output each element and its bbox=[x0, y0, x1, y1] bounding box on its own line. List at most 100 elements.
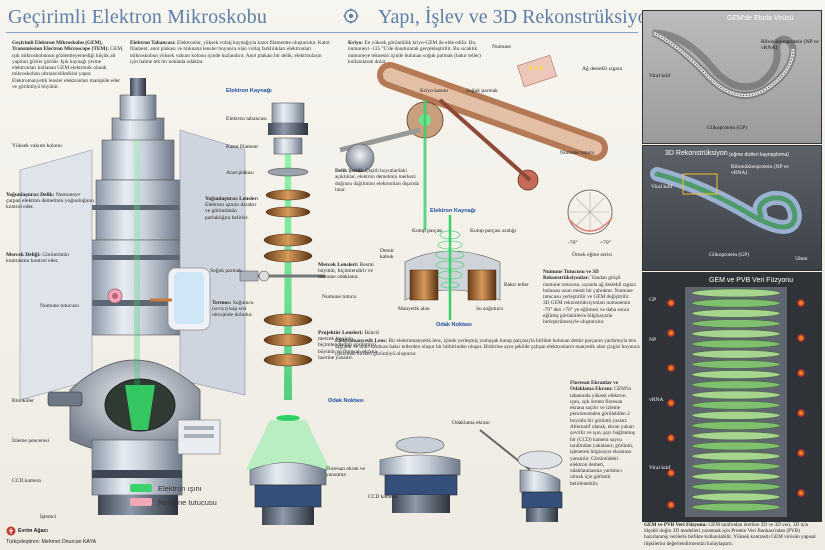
panel-recon-subtitle: (eğme dizileri kaynaştırma) bbox=[729, 152, 790, 158]
cryo-holder-drawing bbox=[339, 54, 608, 230]
condenser-aperture-heading: Yoğunlaştırıcı Delik: bbox=[6, 192, 55, 198]
label-objective-aperture: Mercek Deliği: Görüntünün kontrastını ko… bbox=[6, 252, 86, 264]
label-iron-shell: Demir kabuk bbox=[380, 248, 395, 261]
tilt-note: Numune Tutucusu ve 3D Rekonstrüksiyonlar… bbox=[543, 269, 637, 326]
panel-fusion-envelope: Viral kılıf bbox=[649, 465, 671, 471]
label-ccd: CCD kamera bbox=[12, 478, 41, 484]
title-rule bbox=[6, 32, 638, 33]
projector-lenses-body: İkincil mercek lensinin biçimlendirdiği … bbox=[318, 330, 379, 361]
objective-lenses-heading: Mercek Lensleri: bbox=[318, 262, 359, 268]
ribonucleoprotein-coil bbox=[691, 329, 781, 339]
ribonucleoprotein-coil bbox=[691, 309, 781, 318]
fusion-caption-heading: GEM ve PVB Veri Füzyonu: bbox=[644, 522, 708, 528]
panel-recon-np: Ribonükleoprotein (NP ve vRNA) bbox=[731, 164, 789, 177]
panel-fusion-vrna: vRNA bbox=[649, 397, 664, 403]
ribonucleoprotein-coil bbox=[691, 349, 781, 359]
ribonucleoprotein-coil bbox=[691, 400, 781, 410]
ribonucleoprotein-coil bbox=[691, 502, 781, 512]
objective-lenses-body: Resmi büyütür, biçimlendirir ve numune o… bbox=[318, 262, 374, 281]
cryo-note: Kriyo: En yüksek görüntülük kriyo-GEM il… bbox=[348, 40, 498, 65]
gun-note: Elektron Tabancası: Elektronlar, yüksek … bbox=[130, 40, 330, 65]
ribonucleoprotein-coil bbox=[691, 462, 781, 471]
cryo-note-body: En yüksek görüntülük kriyo-GEM ile elde … bbox=[348, 40, 481, 65]
main-title-left: Geçirimli Elektron Mikroskobu bbox=[8, 6, 268, 28]
label-tilt-series: Örnek eğme serisi bbox=[572, 252, 613, 258]
fusion-caption-body: GEM tarafından üretilen 2D ve 3D veri, 3… bbox=[644, 522, 816, 547]
label-objective-lenses: Mercek Lensleri: Resmi büyütür, biçimlen… bbox=[318, 262, 376, 281]
ribonucleoprotein-coil bbox=[691, 288, 781, 298]
ribonucleoprotein-coil bbox=[691, 390, 781, 400]
ribonucleoprotein-coil bbox=[691, 472, 781, 481]
panel-ebola-gp: Glikoprotein (GP) bbox=[707, 125, 748, 131]
fluorescent-body: GEM'in tabanında yüksek elektron ışını, … bbox=[570, 386, 635, 487]
panel-recon-envelope: Viral kılıf bbox=[651, 184, 673, 190]
panel-fusion: GEM ve PVB Veri Füzyonu GP NP vRNA Viral… bbox=[642, 272, 822, 522]
objective-aperture-heading: Mercek Deliği: bbox=[6, 252, 41, 258]
panel-recon-scale: 50nm bbox=[795, 256, 808, 262]
intro-heading: Geçirimli Elektron Mikroskobu (GEM), Tra… bbox=[12, 40, 109, 53]
workstation bbox=[177, 419, 221, 455]
ribonucleoprotein-coil bbox=[691, 431, 781, 441]
label-cryo-sample: Numune bbox=[492, 44, 511, 50]
ribonucleoprotein-coil bbox=[691, 298, 781, 308]
ribonucleoprotein-coil bbox=[691, 380, 781, 390]
em-lens-heading: Elektromanyetik Lens: bbox=[335, 338, 388, 344]
panel-recon-gp: Glikoprotein (GP) bbox=[709, 252, 750, 258]
label-lens-focus: Odak Noktası bbox=[436, 322, 472, 328]
ribonucleoprotein-coil bbox=[691, 339, 781, 349]
main-title-right: Yapı, İşlev ve 3D Rekonstrüksiyon bbox=[378, 6, 658, 28]
condenser-lenses-body: Elektron ışınını daraltır ve görüntünün … bbox=[205, 202, 257, 221]
label-cryo: Kriyo katotu bbox=[420, 88, 448, 94]
microscope-illustration bbox=[19, 54, 613, 525]
label-copper-wires: Bakır teller bbox=[504, 282, 529, 288]
recon-3d-image bbox=[650, 167, 803, 234]
ribonucleoprotein-coil bbox=[691, 451, 781, 461]
panel-ebola-title: GEM'de Ebola Virüsü bbox=[727, 15, 794, 22]
gun-note-heading: Elektron Tabancası: bbox=[130, 40, 176, 46]
label-lens-source: Elektron Kaynağı bbox=[430, 208, 476, 214]
condenser-aperture-body: Numuneye çarpan elektron demetinin yoğun… bbox=[6, 192, 94, 211]
label-focus-point: Odak Noktası bbox=[328, 398, 364, 404]
ribonucleoprotein-coil bbox=[691, 441, 781, 451]
panel-fusion-gp: GP bbox=[649, 297, 657, 303]
label-fluorescent-screen: Floresan ekran ve yansıtma bbox=[326, 466, 366, 479]
label-sample-holder: Numune tutucusu bbox=[40, 303, 79, 309]
label-anode: Anot plakası bbox=[226, 170, 254, 176]
aperture-strip-note: Delik Şeridi: Çeşitli boyutlardaki açıkl… bbox=[335, 168, 425, 193]
label-binoculars: Binoküler bbox=[12, 398, 34, 404]
label-tilt-pos: +70° bbox=[600, 240, 611, 246]
gun-note-body: Elektronlar, yüksek voltaj kaynağıyla ka… bbox=[130, 40, 330, 65]
label-filament: Katot filament bbox=[226, 144, 258, 150]
tilt-wheel bbox=[567, 189, 613, 235]
evrim-agaci-logo-icon bbox=[6, 526, 16, 536]
ribonucleoprotein-coil bbox=[691, 360, 781, 369]
label-magnetic-field: Manyetik alan bbox=[398, 306, 430, 312]
label-pole-piece: Kutup parçası bbox=[412, 228, 443, 234]
label-electron-source: Elektron Kaynağı bbox=[226, 88, 272, 94]
ribonucleoprotein-coil bbox=[691, 421, 781, 430]
screen-instruments bbox=[379, 429, 563, 522]
label-cryo-cold: Soğuk parmak bbox=[466, 88, 498, 94]
thermos bbox=[150, 267, 211, 331]
label-gun: Elektron tabancası bbox=[226, 116, 267, 122]
exploded-column bbox=[239, 102, 330, 525]
panel-ebola-np: Ribonükleoprotein (NP ve vRNA) bbox=[761, 39, 819, 52]
label-sample-tutucu: Numune tutucu bbox=[322, 294, 357, 300]
label-thermos: Termos: Soğutucu (sıvıyı) kap sıvı nitro… bbox=[212, 300, 256, 319]
em-lens-body: Bir elektromanyetik lens, içinde yerleşm… bbox=[335, 338, 640, 357]
fusion-caption: GEM ve PVB Veri Füzyonu: GEM tarafından … bbox=[644, 522, 822, 547]
ribonucleoprotein-coil bbox=[691, 482, 781, 492]
panel-recon-title: 3D Rekonstrüksiyon bbox=[665, 150, 728, 157]
label-water-cooling: Su soğutucu bbox=[476, 306, 504, 312]
legend-beam-label: Elektron ışını bbox=[158, 484, 202, 493]
panel-ebola-tem: GEM'de Ebola Virüsü Ribonükleoprotein (N… bbox=[642, 10, 822, 144]
intro-body: GEM, ışık mikroskobunun gözlemleyemediği… bbox=[12, 46, 124, 91]
em-lens-note: Elektromanyetik Lens: Bir elektromanyeti… bbox=[335, 338, 640, 357]
credit-name: Türkçeleştiren: Mehmet Onurcan KAYA bbox=[6, 539, 97, 545]
objective-aperture-body: Görüntünün kontrastını kontrol eder. bbox=[6, 252, 69, 265]
legend-holder-label: Numune tutucusu bbox=[158, 498, 217, 507]
label-condenser-aperture: Yoğunlaştırıcı Delik: Numuneye çarpan el… bbox=[6, 192, 94, 211]
panel-fusion-title: GEM ve PVB Veri Füzyonu bbox=[709, 277, 794, 284]
ribonucleoprotein-coil bbox=[691, 370, 781, 379]
